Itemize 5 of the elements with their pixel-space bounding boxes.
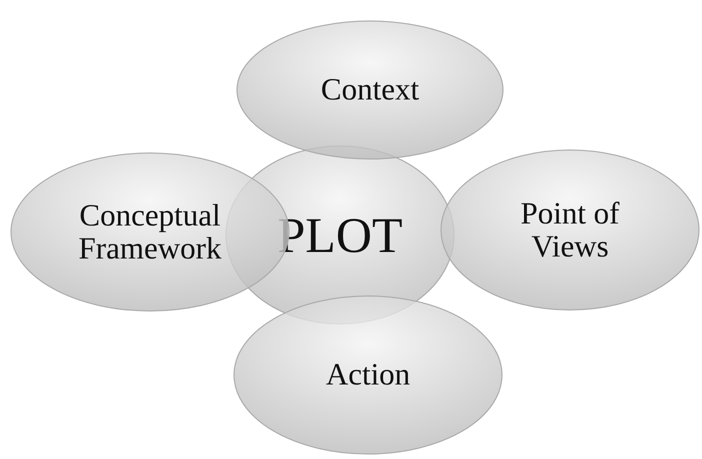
node-label: PLOT [276,208,404,262]
node-label: Conceptual Framework [78,199,222,265]
node-label: Point of Views [519,197,621,263]
node-label: Context [320,74,420,106]
node-label: Action [324,358,412,392]
